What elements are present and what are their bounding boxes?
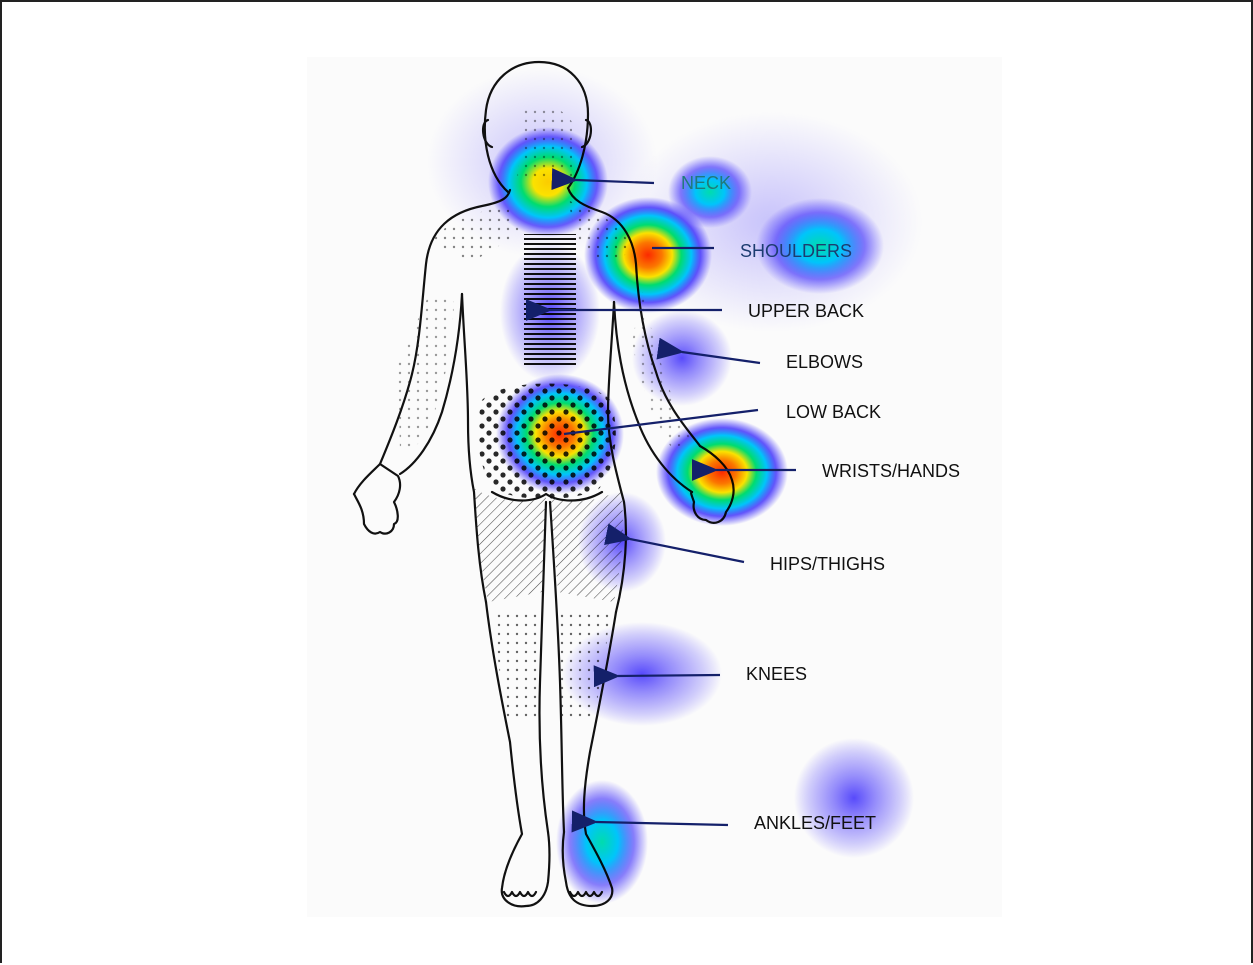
heat-low-back bbox=[496, 374, 624, 494]
heat-hips-thighs bbox=[578, 492, 666, 592]
hips-hatch bbox=[474, 488, 546, 602]
heat-shoulders bbox=[584, 197, 712, 313]
label-ankles-feet: ANKLES/FEET bbox=[754, 813, 876, 833]
label-knees: KNEES bbox=[746, 664, 807, 684]
heat-neck bbox=[488, 127, 608, 237]
arrow-knees bbox=[618, 675, 720, 676]
label-neck: NECK bbox=[681, 173, 731, 193]
heat-ankles-feet bbox=[556, 780, 648, 904]
label-elbows: ELBOWS bbox=[786, 352, 863, 372]
label-hips-thighs: HIPS/THIGHS bbox=[770, 554, 885, 574]
heat-wrists-hands bbox=[656, 418, 788, 526]
label-shoulders: SHOULDERS bbox=[740, 241, 852, 261]
heat-knees bbox=[562, 622, 722, 726]
label-low-back: LOW BACK bbox=[786, 402, 881, 422]
heat-upper-back bbox=[500, 242, 600, 382]
label-wrists-hands: WRISTS/HANDS bbox=[822, 461, 960, 481]
label-upper-back: UPPER BACK bbox=[748, 301, 864, 321]
